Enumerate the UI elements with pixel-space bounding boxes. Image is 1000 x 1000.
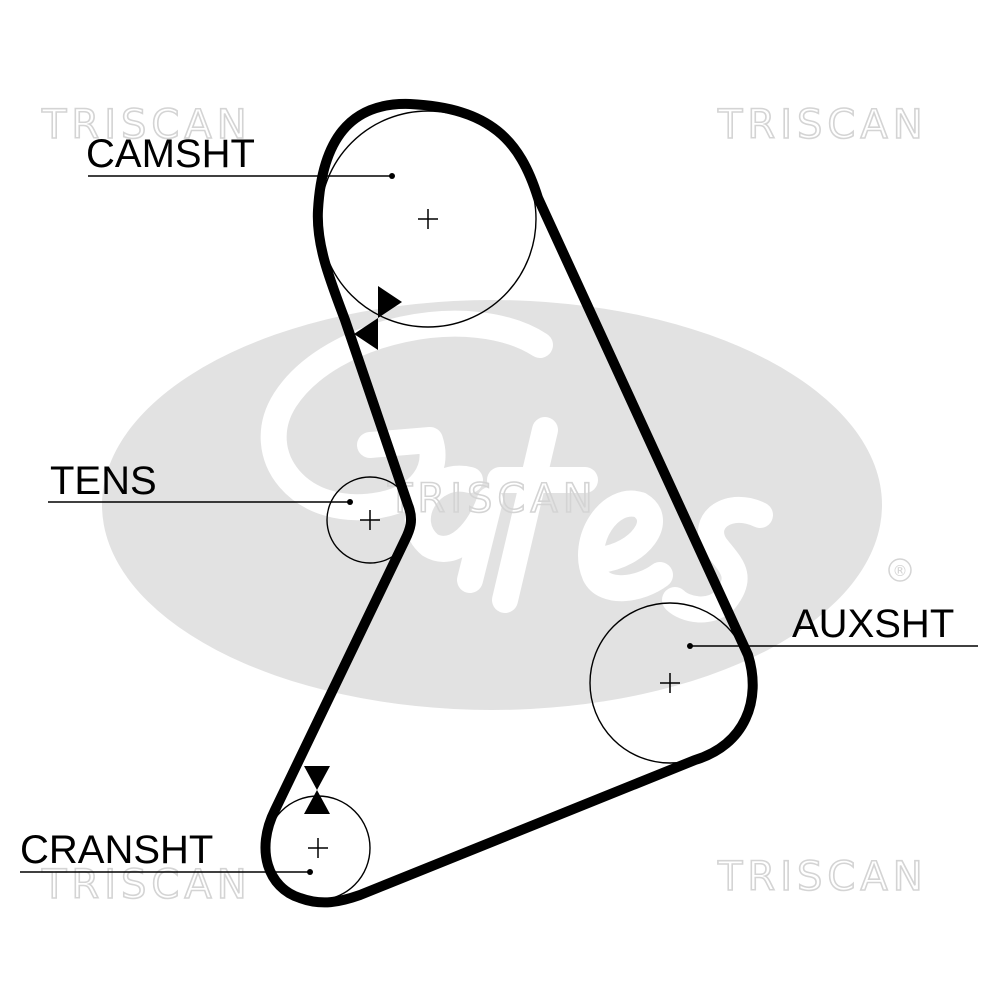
camshaft-label: CAMSHT [86, 132, 255, 176]
registered-mark: ® [888, 558, 912, 582]
tensioner-leader [48, 499, 353, 505]
tensioner-center-mark [360, 510, 380, 530]
gates-logo-watermark: ® [102, 300, 912, 710]
camshaft-center-mark [418, 209, 438, 229]
camshaft-leader [88, 173, 395, 179]
triscan-watermark: TRISCAN [41, 102, 252, 148]
camshaft-timing-mark [354, 286, 402, 350]
tensioner-label: TENS [50, 459, 157, 503]
triscan-watermark: TRISCAN [717, 854, 928, 900]
crankshaft-center-mark [308, 838, 328, 858]
gates-logo-script [260, 310, 773, 623]
triscan-watermark: TRISCAN [387, 476, 598, 522]
timing-belt [260, 98, 758, 908]
crankshaft-leader [20, 869, 313, 875]
auxiliary-shaft-label: AUXSHT [792, 602, 954, 646]
registered-mark-glyph: ® [893, 562, 908, 580]
auxiliary-center-mark [660, 673, 680, 693]
crankshaft-label: CRANSHT [20, 828, 213, 872]
triscan-watermark: TRISCAN [717, 102, 928, 148]
crankshaft-timing-mark [304, 766, 330, 814]
triscan-watermark: TRISCAN [41, 862, 252, 908]
auxiliary-leader [687, 643, 978, 649]
